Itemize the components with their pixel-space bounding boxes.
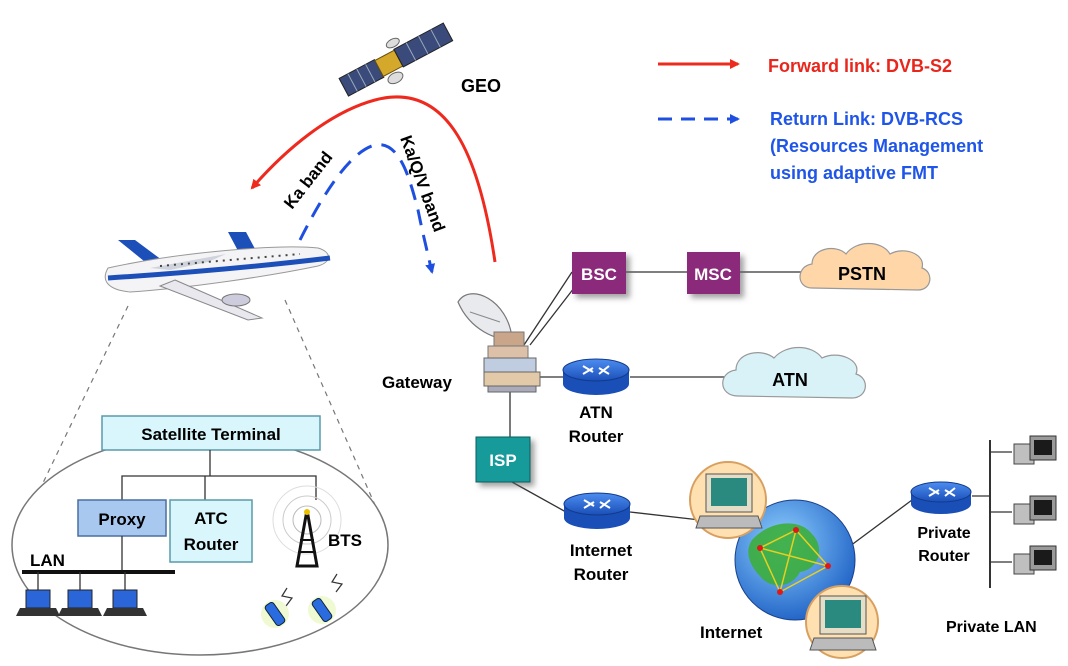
projection-line-right — [284, 299, 376, 506]
satellite-icon — [338, 22, 454, 97]
airplane-icon — [104, 232, 331, 321]
msc-label: MSC — [694, 265, 732, 284]
atn-cloud — [722, 346, 866, 399]
computer-icon — [689, 461, 767, 539]
atc-router-box — [169, 499, 253, 563]
private-router-label-1: Private — [917, 525, 970, 542]
pstn-cloud — [799, 242, 931, 291]
laptop-icon — [103, 589, 147, 616]
legend-return-label-1: Return Link: DVB-RCS — [770, 109, 963, 129]
bts-label: BTS — [328, 531, 362, 550]
atn-label: ATN — [772, 370, 808, 390]
proxy-box — [77, 499, 167, 537]
satellite-terminal-box — [101, 415, 321, 451]
geo-label: GEO — [461, 76, 501, 96]
atn-router-label-1: ATN — [579, 403, 613, 422]
computer-icon — [1013, 495, 1057, 525]
legend-forward-label: Forward link: DVB-S2 — [768, 56, 952, 76]
mobile-phone-icon — [261, 600, 289, 628]
legend-return-label-2: (Resources Management — [770, 136, 983, 156]
isp-box — [475, 436, 531, 483]
bsc-label: BSC — [581, 265, 617, 284]
laptop-icon — [16, 589, 60, 616]
terminal-branch-lines — [121, 475, 317, 500]
legend: Forward link: DVB-S2 Return Link: DVB-RC… — [658, 56, 983, 183]
ka-band-label: Ka band — [280, 148, 336, 213]
private-router-label-2: Router — [918, 548, 970, 565]
atn-router-label-2: Router — [569, 427, 624, 446]
internet-router-label-1: Internet — [570, 541, 633, 560]
internet-private-router-line — [841, 499, 913, 553]
legend-return-label-3: using adaptive FMT — [770, 163, 938, 183]
msc-box — [687, 252, 740, 294]
computer-icon — [805, 585, 879, 659]
router-icon — [562, 358, 630, 395]
gateway-label: Gateway — [382, 373, 452, 392]
computer-icon — [1013, 545, 1057, 575]
projection-line-left — [29, 305, 129, 511]
bsc-box — [572, 252, 626, 294]
router-icon — [910, 481, 972, 514]
proxy-label: Proxy — [98, 510, 146, 529]
satellite-dish-icon — [457, 293, 541, 393]
mobile-phone-icon — [308, 596, 336, 624]
isp-label: ISP — [489, 451, 516, 470]
internet-router-internet-line — [629, 511, 701, 521]
internet-label: Internet — [700, 623, 763, 642]
atc-router-label-1: ATC — [194, 509, 228, 528]
private-lan-label: Private LAN — [946, 619, 1037, 636]
forward-link-arrow — [250, 95, 497, 263]
return-link-arrow — [298, 143, 436, 274]
atc-router-label-2: Router — [184, 535, 239, 554]
bts-antenna-icon — [272, 485, 342, 568]
satellite-terminal-label: Satellite Terminal — [141, 425, 281, 444]
isp-internet-router-line — [511, 481, 567, 513]
internet-router-label-2: Router — [574, 565, 629, 584]
kaqv-band-label: Ka/Q/V band — [396, 133, 448, 234]
router-icon — [563, 492, 631, 529]
computer-icon — [1013, 435, 1057, 465]
lan-label: LAN — [30, 551, 65, 570]
gateway-bsc-line — [521, 271, 573, 349]
pstn-label: PSTN — [838, 264, 886, 284]
laptop-icon — [58, 589, 102, 616]
